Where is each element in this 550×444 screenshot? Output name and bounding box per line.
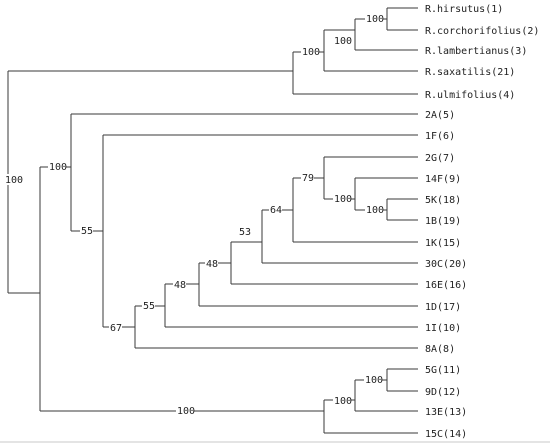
leaf-label: R.corchorifolius(2) <box>425 26 539 37</box>
leaf-labels: R.hirsutus(1) R.corchorifolius(2) R.lamb… <box>425 4 539 440</box>
branch-rh-rl-clade <box>323 29 418 72</box>
branch-root <box>7 70 293 294</box>
branch-5k-1b <box>386 198 418 221</box>
branch-1f-clade <box>102 134 418 328</box>
branch-rh-rc <box>386 7 418 31</box>
leaf-label: 5K(18) <box>425 195 461 206</box>
branch-rubus-clade <box>292 51 418 95</box>
bootstrap-value: 100 <box>366 14 384 25</box>
leaf-label: 1B(19) <box>425 216 461 227</box>
bootstrap-value: 79 <box>302 173 314 184</box>
leaf-label: 9D(12) <box>425 387 461 398</box>
leaf-label: 1I(10) <box>425 323 461 334</box>
bootstrap-value: 53 <box>239 227 251 238</box>
bootstrap-value: 100 <box>334 194 352 205</box>
bootstrap-value: 64 <box>270 205 282 216</box>
bootstrap-value: 100 <box>49 162 67 173</box>
branch-n48a <box>230 241 418 285</box>
leaf-label: 1K(15) <box>425 238 461 249</box>
bootstrap-value: 100 <box>334 36 352 47</box>
leaf-label: 16E(16) <box>425 280 467 291</box>
bootstrap-value: 55 <box>143 301 155 312</box>
bootstrap-value: 100 <box>334 396 352 407</box>
leaf-label: 2G(7) <box>425 153 455 164</box>
bootstrap-value: 100 <box>177 406 195 417</box>
leaf-label: R.ulmifolius(4) <box>425 90 515 101</box>
bootstrap-value: 67 <box>110 323 122 334</box>
leaf-label: R.lambertianus(3) <box>425 46 527 57</box>
bootstrap-value: 48 <box>206 259 218 270</box>
leaf-label: 1F(6) <box>425 131 455 142</box>
leaf-label: 5G(11) <box>425 365 461 376</box>
leaf-label: 8A(8) <box>425 344 455 355</box>
leaf-label: 30C(20) <box>425 259 467 270</box>
leaf-label: R.saxatilis(21) <box>425 67 515 78</box>
leaf-label: 14F(9) <box>425 174 461 185</box>
leaf-label: 13E(13) <box>425 407 467 418</box>
branch-5g-9d <box>386 368 418 392</box>
leaf-label: 15C(14) <box>425 429 467 440</box>
bootstrap-value: 100 <box>5 175 23 186</box>
bootstrap-values: 100 100 100 100 100 55 79 100 100 64 53 … <box>4 13 384 417</box>
leaf-label: 2A(5) <box>425 110 455 121</box>
bootstrap-value: 100 <box>365 375 383 386</box>
tree-branches <box>7 7 418 434</box>
bootstrap-value: 48 <box>174 280 186 291</box>
bootstrap-value: 100 <box>302 47 320 58</box>
leaf-label: R.hirsutus(1) <box>425 4 503 15</box>
bootstrap-value: 100 <box>366 205 384 216</box>
bootstrap-value: 55 <box>81 226 93 237</box>
leaf-label: 1D(17) <box>425 302 461 313</box>
branch-n53 <box>261 209 418 264</box>
